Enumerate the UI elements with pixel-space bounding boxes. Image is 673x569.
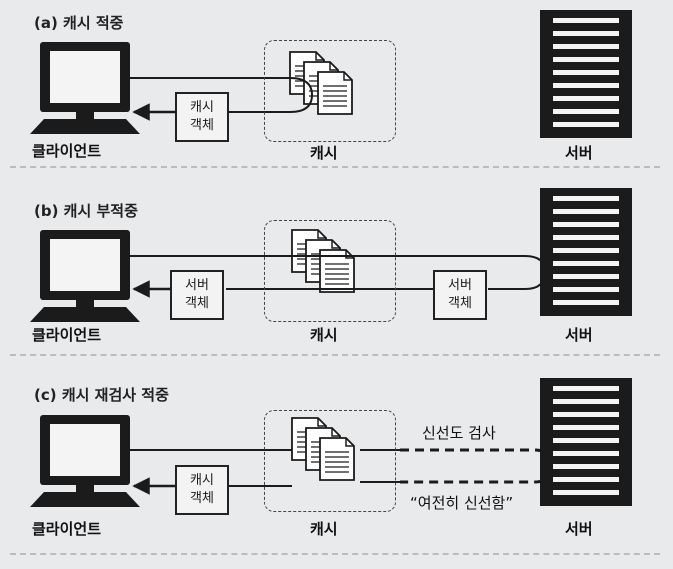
panel-title: (b) 캐시 부적중 [34, 202, 138, 220]
object-label-line2: 객체 [190, 491, 214, 506]
object-label-line1: 서버 [448, 278, 472, 293]
still-fresh-label: “여전히 신선함” [410, 494, 514, 512]
server-icon-b [540, 188, 632, 316]
panel-title: (c) 캐시 재검사 적중 [34, 386, 169, 404]
server-object-box-server-side: 서버 객체 [433, 270, 487, 320]
client-label: 클라이언트 [32, 142, 102, 160]
cache-object-box: 캐시 객체 [175, 465, 229, 515]
client-label: 클라이언트 [32, 326, 102, 344]
object-label-line2: 객체 [190, 118, 214, 133]
cache-box [264, 410, 396, 512]
cache-object-box: 캐시 객체 [175, 92, 229, 142]
panel-separator [10, 354, 660, 356]
object-label-line2: 객체 [185, 296, 209, 311]
server-icon-c [540, 378, 632, 506]
server-label: 서버 [565, 520, 593, 538]
object-label-line1: 캐시 [190, 473, 214, 488]
panel-title: (a) 캐시 적중 [34, 14, 124, 32]
object-label-line2: 객체 [448, 296, 472, 311]
cache-label: 캐시 [310, 520, 338, 538]
object-label-line1: 캐시 [190, 100, 214, 115]
server-label: 서버 [565, 144, 593, 162]
server-object-box-client-side: 서버 객체 [170, 270, 224, 320]
client-computer-icon-c [30, 415, 140, 507]
server-icon-a [540, 10, 632, 138]
cache-box [264, 40, 396, 142]
panel-separator [10, 166, 660, 168]
panel-separator [10, 553, 660, 555]
client-computer-icon-a [30, 42, 140, 134]
server-label: 서버 [565, 326, 593, 344]
object-label-line1: 서버 [185, 278, 209, 293]
cache-label: 캐시 [310, 326, 338, 344]
client-label: 클라이언트 [32, 520, 102, 538]
cache-box [264, 220, 396, 322]
client-computer-icon-b [30, 230, 140, 322]
cache-label: 캐시 [310, 144, 338, 162]
freshness-check-label: 신선도 검사 [422, 424, 496, 442]
